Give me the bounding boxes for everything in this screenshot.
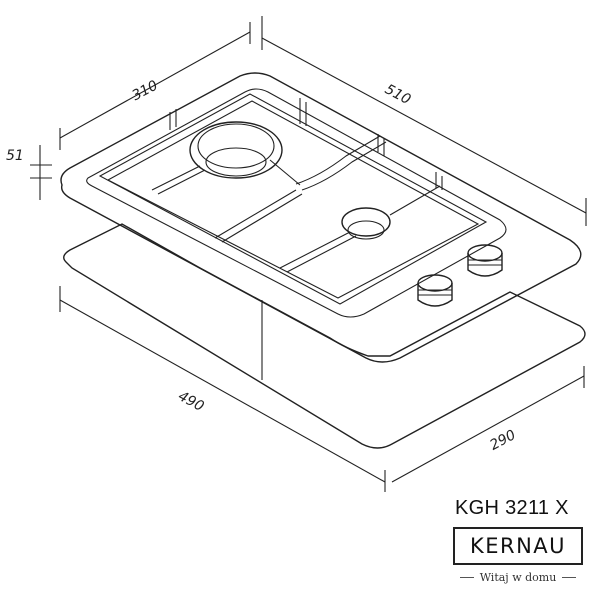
dimension-label-510: 510 bbox=[382, 81, 413, 108]
pan-support-grate bbox=[98, 93, 488, 305]
dimension-490: 490 bbox=[59, 286, 386, 492]
dimension-label-290: 290 bbox=[487, 427, 518, 454]
brand-tagline: Witaj w domu bbox=[453, 571, 583, 584]
dimension-51: 51 bbox=[6, 145, 52, 200]
control-knob-icon bbox=[417, 274, 453, 307]
burner-large-icon bbox=[189, 121, 283, 179]
dimension-label-490: 490 bbox=[175, 388, 206, 415]
cutout-outline bbox=[63, 223, 586, 449]
tagline-text: Witaj w domu bbox=[479, 571, 557, 584]
dimension-label-310: 310 bbox=[130, 78, 161, 105]
control-knob-icon bbox=[467, 244, 503, 277]
brand-name: KERNAU bbox=[469, 534, 567, 558]
tagline-rule-left bbox=[459, 577, 474, 578]
brand-logo: KERNAU bbox=[453, 527, 583, 565]
dimension-290: 290 bbox=[391, 366, 585, 483]
model-name: KGH 3211 X bbox=[455, 497, 569, 519]
hob-plate bbox=[60, 72, 582, 363]
dimension-label-51: 51 bbox=[6, 148, 24, 164]
tagline-rule-right bbox=[562, 577, 577, 578]
burner-small-icon bbox=[341, 207, 391, 240]
